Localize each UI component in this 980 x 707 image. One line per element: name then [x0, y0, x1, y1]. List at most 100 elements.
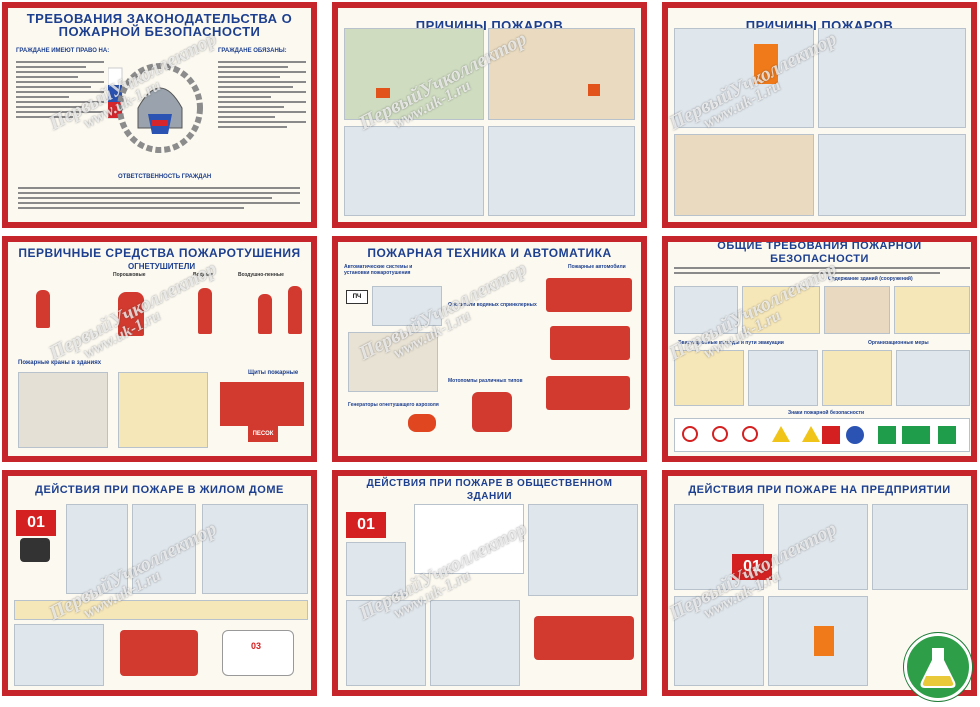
motopump-icon	[472, 392, 512, 432]
illustration-alarm	[778, 504, 868, 590]
exit-sign-icon	[878, 426, 896, 444]
poster-title: ДЕЙСТВИЯ ПРИ ПОЖАРЕ НА ПРЕДПРИЯТИИ	[688, 483, 951, 496]
no-water-sign-icon	[742, 426, 758, 442]
shields-heading: Щиты пожарные	[248, 370, 299, 376]
illustration-workers	[674, 596, 764, 686]
responsibility-heading: ОТВЕТСТВЕННОСТЬ ГРАЖДАН	[118, 174, 212, 180]
extinguishers-heading: ОГНЕТУШИТЕЛИ	[128, 262, 196, 271]
aerosol-generator-icon	[408, 414, 436, 432]
fire-truck-rescue	[546, 376, 630, 410]
duties-text	[218, 58, 306, 131]
poster-general-requirements: ОБЩИЕ ТРЕБОВАНИЯ ПОЖАРНОЙ БЕЗОПАСНОСТИ С…	[662, 236, 977, 462]
poster-title: ТРЕБОВАНИЯ ЗАКОНОДАТЕЛЬСТВА О ПОЖАРНОЙ Б…	[26, 11, 293, 39]
panel-rules-text-2	[894, 286, 970, 334]
illustration-fire-in-room	[346, 600, 426, 686]
extinguisher-icon	[258, 294, 272, 334]
illustration-extinguisher-use	[430, 600, 520, 686]
illustration-stairwell	[202, 504, 308, 594]
fire-station-tag: ПЧ	[346, 290, 368, 304]
no-open-fire-sign-icon	[712, 426, 728, 442]
poster-title: ДЕЙСТВИЯ ПРИ ПОЖАРЕ В ЖИЛОМ ДОМЕ	[35, 483, 284, 496]
rights-text	[16, 58, 104, 121]
poster-legislation: ТРЕБОВАНИЯ ЗАКОНОДАТЕЛЬСТВА О ПОЖАРНОЙ Б…	[2, 2, 317, 228]
signs-heading: Знаки пожарной безопасности	[788, 410, 865, 416]
fire-extinguisher-sign-icon	[822, 426, 840, 444]
aerosol-heading: Генераторы огнетушащего аэрозоля	[348, 402, 439, 408]
poster-title: ДЕЙСТВИЯ ПРИ ПОЖАРЕ В ОБЩЕСТВЕННОМ ЗДАНИ…	[366, 478, 613, 502]
illustration-building-scheme	[348, 332, 438, 392]
illustration-power-off	[872, 504, 968, 590]
intro-text	[674, 264, 970, 277]
label-powder: Порошковые	[113, 272, 146, 278]
illustration-phone-call	[346, 542, 406, 596]
rights-heading: ГРАЖДАНЕ ИМЕЮТ ПРАВО НА:	[16, 48, 110, 54]
panel-fire-classes	[118, 372, 208, 448]
illustration-stairs	[748, 350, 818, 406]
illustration-gas-valve	[818, 28, 966, 128]
mandatory-sign-icon	[846, 426, 864, 444]
illustration-extinguishing	[14, 624, 104, 686]
telephone-icon	[20, 538, 50, 562]
extinguisher-icon	[36, 290, 50, 328]
flammable-sign-icon	[802, 426, 820, 442]
hydrants-heading: Пожарные краны в зданиях	[18, 360, 102, 366]
extinguisher-icon	[198, 288, 212, 334]
illustration-bonfire	[344, 28, 484, 120]
fire-icon	[376, 88, 390, 98]
evacuation-plan	[414, 504, 524, 574]
extinguisher-icon	[288, 286, 302, 334]
fire-icon	[588, 84, 600, 96]
fire-icon	[814, 626, 834, 656]
panel-rules-text	[742, 286, 820, 334]
emergency-number: 01	[346, 512, 386, 538]
warning-sign-icon	[772, 426, 790, 442]
illustration-corridor	[674, 286, 738, 334]
fire-truck-ladder	[546, 278, 632, 312]
poster-title: ПЕРВИЧНЫЕ СРЕДСТВА ПОЖАРОТУШЕНИЯ	[18, 245, 301, 260]
no-smoking-sign-icon	[682, 426, 698, 442]
evacuation-heading: Эвакуационные выходы и пути эвакуации	[678, 340, 784, 346]
illustration-control-room	[372, 286, 442, 326]
label-foam: Воздушно-пенные	[238, 272, 284, 278]
logo-flask-icon	[904, 633, 972, 701]
label-water: Водные	[193, 272, 213, 278]
illustration-smoking-in-bed	[488, 28, 635, 120]
illustration-evacuation	[528, 504, 638, 596]
illustration-discovery	[674, 504, 764, 590]
illustration-fire-hydrant	[18, 372, 108, 448]
illustration-children-matches	[674, 134, 814, 216]
illustration-fire-truck-access	[824, 286, 890, 334]
illustration-welding	[818, 134, 966, 216]
auto-systems-heading: Автоматические системы и установки пожар…	[344, 264, 413, 276]
ambulance-number: 03	[251, 641, 262, 651]
emergency-number: 01	[732, 554, 772, 580]
poster-actions-public: ДЕЙСТВИЯ ПРИ ПОЖАРЕ В ОБЩЕСТВЕННОМ ЗДАНИ…	[332, 470, 647, 696]
poster-causes-1: ПРИЧИНЫ ПОЖАРОВ	[332, 2, 647, 228]
illustration-closing-door	[66, 504, 128, 594]
fire-truck-tanker	[550, 326, 630, 360]
extinguisher-icon	[118, 292, 144, 336]
emblem	[107, 48, 208, 158]
poster-title: ПОЖАРНАЯ ТЕХНИКА И АВТОМАТИКА	[367, 245, 612, 260]
poster-causes-2: ПРИЧИНЫ ПОЖАРОВ	[662, 2, 977, 228]
panel-evacuation-text	[674, 350, 744, 406]
poster-title: ОБЩИЕ ТРЕБОВАНИЯ ПОЖАРНОЙ БЕЗОПАСНОСТИ	[717, 242, 922, 265]
illustration-iron-left-on	[488, 126, 635, 216]
illustration-children	[132, 504, 196, 594]
poster-actions-home: ДЕЙСТВИЯ ПРИ ПОЖАРЕ В ЖИЛОМ ДОМЕ 01 03	[2, 470, 317, 696]
buildings-heading: Содержание зданий (сооружений)	[828, 276, 913, 282]
fire-truck-icon	[120, 630, 198, 676]
organizational-heading: Организационные меры	[868, 340, 929, 346]
illustration-electric-appliances	[344, 126, 484, 216]
ambulance-icon: 03	[222, 630, 294, 676]
fire-shield-icon	[220, 382, 304, 426]
panel-org-text	[822, 350, 892, 406]
emergency-number: 01	[16, 510, 56, 536]
sand-box-label: ПЕСОК	[248, 426, 278, 442]
fire-icon	[754, 44, 778, 84]
sprinkler-heading: Оросители водяных спринклерных	[448, 302, 537, 308]
illustration-worker	[896, 350, 970, 406]
exit-direction-sign-icon	[902, 426, 930, 444]
fire-truck-icon	[534, 616, 634, 660]
fire-trucks-heading: Пожарные автомобили	[568, 264, 626, 270]
